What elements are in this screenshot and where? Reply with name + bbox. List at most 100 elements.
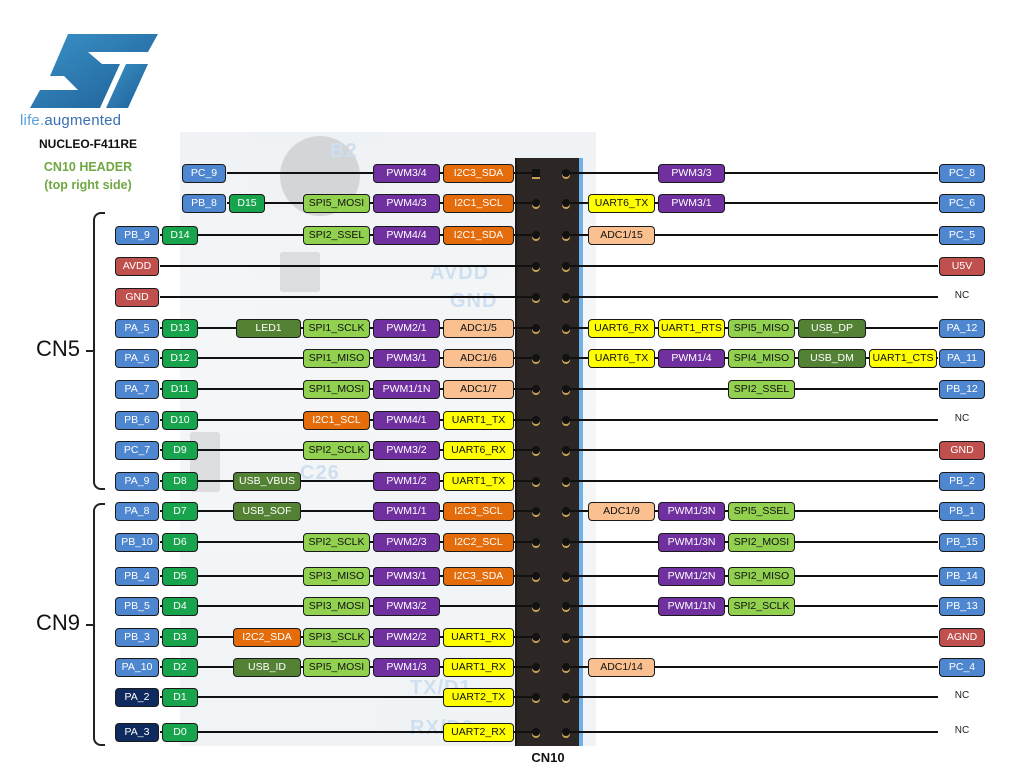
arduino-label-d12: D12 [162,349,198,368]
port-label-pa_10: PA_10 [115,658,159,677]
function-label: ADC1/7 [443,380,514,399]
function-label: SPI2_SCLK [303,441,370,460]
function-label: PWM3/3 [658,164,725,183]
port-label-pc_8: PC_8 [939,164,985,183]
arduino-label-d4: D4 [162,597,198,616]
port-label-pb_3: PB_3 [115,628,159,647]
function-label: PWM1/4 [658,349,725,368]
header-pin-odd [532,416,540,424]
function-label: UART1_CTS [869,349,937,368]
function-label: UART1_RX [443,628,514,647]
arduino-label-d7: D7 [162,502,198,521]
left-wire [160,696,532,698]
header-pin-odd [532,728,540,736]
function-label: PWM3/2 [373,597,440,616]
arduino-label-d6: D6 [162,533,198,552]
port-label-pb_14: PB_14 [939,567,985,586]
function-label: SPI2_MOSI [728,533,795,552]
header-pin-odd [532,538,540,546]
function-label: PWM4/4 [373,226,440,245]
function-label: PWM2/3 [373,533,440,552]
function-label: PWM1/3 [373,658,440,677]
function-label: PWM3/1 [373,349,440,368]
function-label: PWM1/3N [658,502,725,521]
function-label: I2C1_SDA [443,226,514,245]
function-label: PWM2/2 [373,628,440,647]
silkscreen-b2: B2 [330,140,358,162]
function-label: PWM4/3 [373,194,440,213]
port-label-pb_1: PB_1 [939,502,985,521]
arduino-label-d15: D15 [229,194,265,213]
port-label-pc_7: PC_7 [115,441,159,460]
function-label: I2C2_SCL [443,533,514,552]
left-wire [160,296,532,298]
left-wire [160,480,532,482]
arduino-label-d0: D0 [162,723,198,742]
function-label: ADC1/14 [588,658,655,677]
header-pin-odd [532,199,540,207]
arduino-label-d8: D8 [162,472,198,491]
right-wire [566,696,938,698]
function-label: UART6_TX [588,194,655,213]
function-label: I2C3_SCL [443,502,514,521]
arduino-label-d14: D14 [162,226,198,245]
function-label: UART6_RX [588,319,655,338]
function-label: SPI3_MISO [303,567,370,586]
function-label: I2C3_SDA [443,164,514,183]
header-pin-odd [532,693,540,701]
function-label: PWM1/2 [373,472,440,491]
cn10-label: CN10 [531,750,565,765]
right-wire [566,202,938,204]
port-label-pb_9: PB_9 [115,226,159,245]
header-edge [579,158,583,746]
right-wire [566,172,938,174]
port-label-pb_13: PB_13 [939,597,985,616]
function-label: SPI2_SSEL [728,380,795,399]
arduino-label-d10: D10 [162,411,198,430]
function-label: PWM4/1 [373,411,440,430]
function-label: USB_SOF [233,502,301,521]
function-label: UART2_TX [443,688,514,707]
function-label: UART1_RTS [658,319,725,338]
cn5-brace [93,212,105,490]
header-title: CN10 HEADER (top right side) [0,158,176,194]
logo-tagline: life.augmented [20,112,121,129]
port-label-pa_6: PA_6 [115,349,159,368]
port-label-pb_8: PB_8 [182,194,226,213]
port-label-pb_4: PB_4 [115,567,159,586]
arduino-label-d11: D11 [162,380,198,399]
function-label: SPI5_SSEL [728,502,795,521]
port-label-pa_5: PA_5 [115,319,159,338]
arduino-label-d9: D9 [162,441,198,460]
function-label: PWM1/1 [373,502,440,521]
chip-graphic [280,252,320,292]
nc-label: NC [954,690,970,701]
function-label: UART1_TX [443,472,514,491]
function-label: SPI2_SSEL [303,226,370,245]
port-label-gnd: GND [939,441,985,460]
arduino-label-d3: D3 [162,628,198,647]
header-title-line1: CN10 HEADER [43,160,133,174]
function-label: PWM3/1 [658,194,725,213]
port-label-avdd: AVDD [115,257,159,276]
port-label-pa_8: PA_8 [115,502,159,521]
function-label: SPI3_SCLK [303,628,370,647]
function-label: UART6_TX [588,349,655,368]
st-logo-icon [30,34,158,108]
function-label: PWM3/2 [373,441,440,460]
function-label: PWM1/3N [658,533,725,552]
port-label-gnd: GND [115,288,159,307]
function-label: PWM2/1 [373,319,440,338]
arduino-label-d13: D13 [162,319,198,338]
function-label: UART1_RX [443,658,514,677]
function-label: SPI5_MOSI [303,194,370,213]
function-label: USB_VBUS [233,472,301,491]
left-wire [160,510,532,512]
port-label-pc_9: PC_9 [182,164,226,183]
port-label-pa_7: PA_7 [115,380,159,399]
header-pin-odd [532,446,540,454]
right-wire [566,666,938,668]
right-wire [566,296,938,298]
header-pin-odd [532,385,540,393]
right-wire [566,265,938,267]
